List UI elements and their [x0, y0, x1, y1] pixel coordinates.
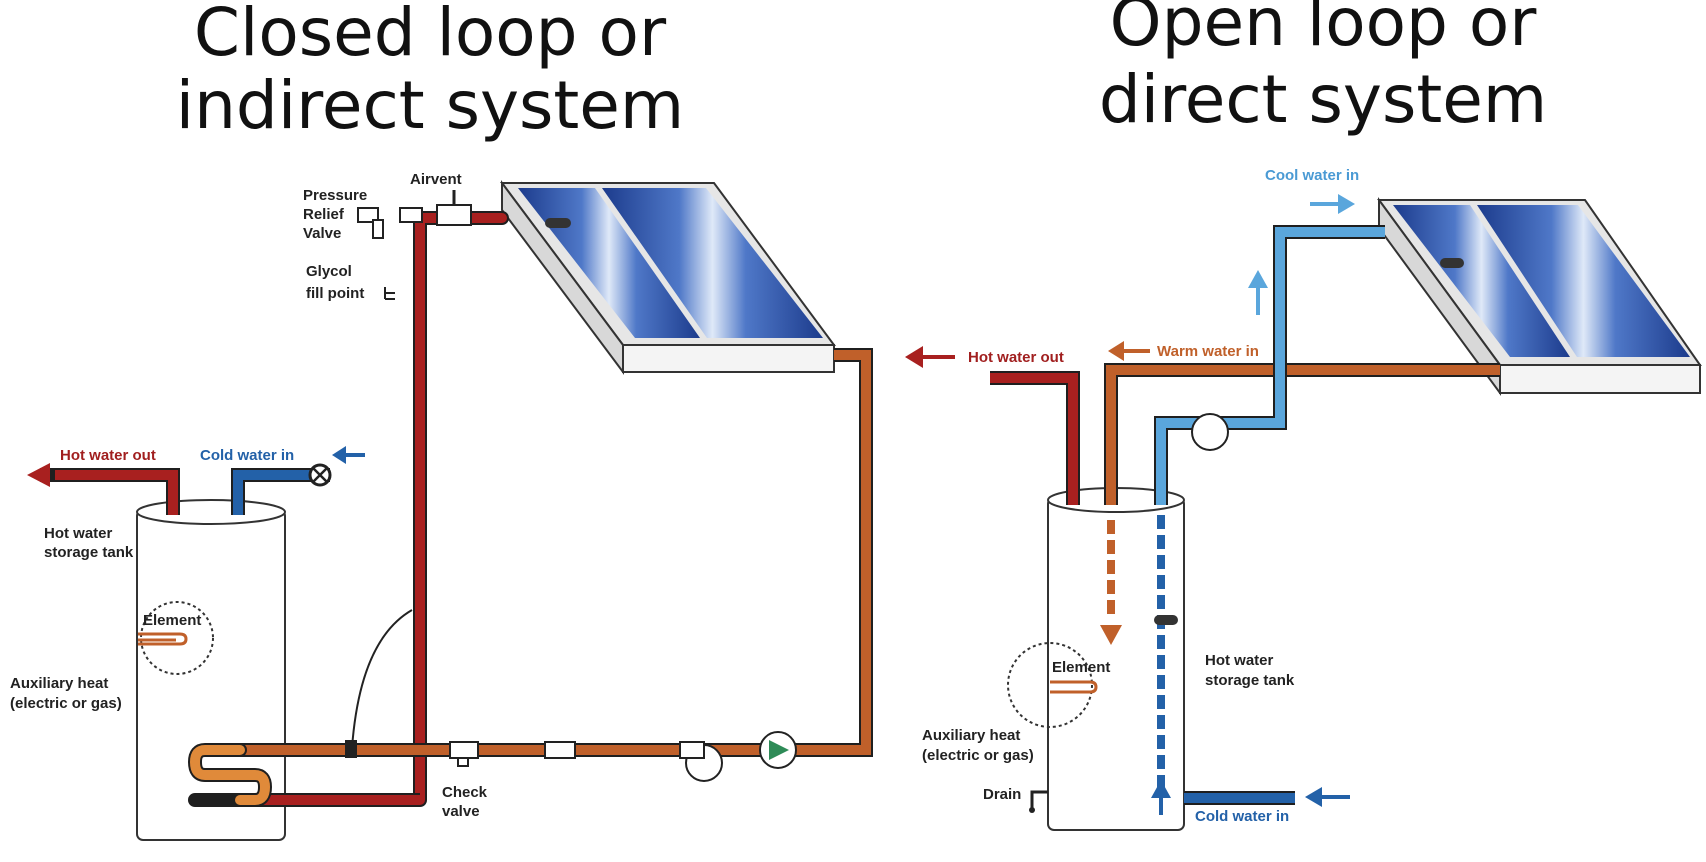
open-warm-in-pipe [1106, 365, 1500, 505]
prv-label-3: Valve [303, 225, 341, 242]
closed-tank-label-1: Hot water [44, 525, 113, 542]
closed-element-label: Element [143, 612, 201, 629]
closed-loop-system: Hot water out Cold water in Hot water st… [10, 171, 873, 841]
closed-tank-label-2: storage tank [44, 544, 134, 561]
warm-water-in-label: Warm water in [1157, 343, 1259, 360]
check-valve-label-2: valve [442, 803, 480, 820]
open-cool-supply-pipe [1156, 227, 1385, 505]
closed-cold-in-pipe [233, 470, 330, 515]
collector-sensor [545, 218, 571, 228]
open-tank-label-1: Hot water [1205, 652, 1274, 669]
open-aux-label-1: Auxiliary heat [922, 727, 1020, 744]
closed-return-pipe [240, 350, 871, 755]
closed-element-circle [140, 601, 214, 675]
open-cold-in-arrow [1305, 787, 1322, 807]
glycol-label-2: fill point [306, 285, 364, 302]
open-aux-label-2: (electric or gas) [922, 747, 1034, 764]
drain-valve [1030, 790, 1048, 808]
flow-meter [544, 741, 576, 759]
closed-hot-out-pipe [55, 470, 178, 515]
open-tank-label-2: storage tank [1205, 672, 1295, 689]
open-warm-in-arrow [1108, 341, 1124, 361]
glycol-label-1: Glycol [306, 263, 352, 280]
closed-loop-title-line2: indirect system [176, 67, 684, 144]
closed-loop-title-line1: Closed loop or [194, 0, 667, 71]
heat-exchanger-coil [189, 745, 271, 805]
open-element-circle [1007, 642, 1093, 728]
open-loop-title-line2: direct system [1099, 61, 1547, 138]
drain-label: Drain [983, 786, 1021, 803]
closed-hot-supply-pipe [415, 213, 507, 805]
open-hot-out-pipe [990, 373, 1078, 505]
open-element-label: Element [1052, 659, 1110, 676]
closed-solar-collector [500, 179, 836, 376]
open-loop-title-line1: Open loop or [1110, 0, 1538, 61]
sensor-wire [351, 609, 413, 749]
closed-cold-water-in-label: Cold water in [200, 447, 294, 464]
check-valve [449, 741, 479, 759]
airvent-label: Airvent [410, 171, 462, 188]
closed-hot-out-arrow [27, 463, 50, 487]
pressure-relief-valve [357, 207, 379, 223]
open-hot-water-out-label: Hot water out [968, 349, 1064, 366]
cool-water-in-label: Cool water in [1265, 167, 1359, 184]
closed-aux-label-2: (electric or gas) [10, 695, 122, 712]
closed-pump [679, 741, 723, 782]
airvent [436, 204, 472, 226]
closed-aux-label-1: Auxiliary heat [10, 675, 108, 692]
prv-label-1: Pressure [303, 187, 367, 204]
open-solar-collector [1377, 196, 1702, 397]
glycol-fill-point [384, 287, 395, 300]
open-pump [1191, 413, 1229, 451]
check-valve-label-1: Check [442, 784, 488, 801]
closed-cold-in-arrow [332, 446, 346, 464]
open-loop-system: Cool water in Hot water out Warm water i… [905, 167, 1702, 831]
open-hot-out-arrow [905, 346, 923, 368]
closed-hot-water-out-label: Hot water out [60, 447, 156, 464]
prv-label-2: Relief [303, 206, 345, 223]
open-cold-water-in-label: Cold water in [1195, 808, 1289, 825]
